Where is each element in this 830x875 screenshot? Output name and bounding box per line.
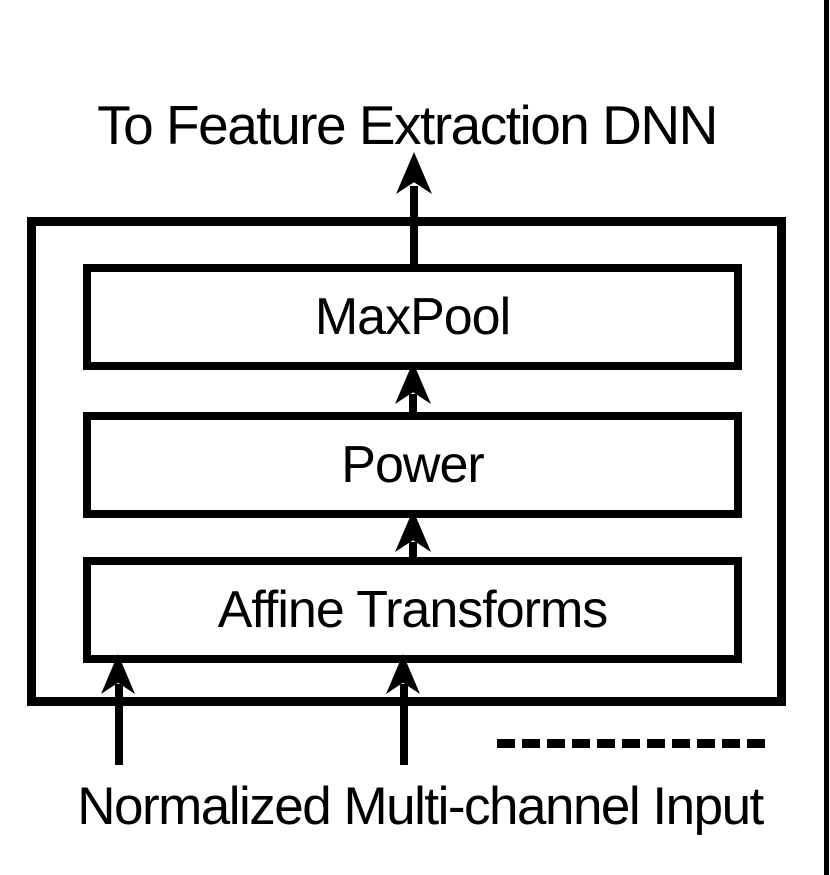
input-label: Normalized Multi-channel Input [77, 777, 764, 836]
dashed-separator-line [497, 739, 766, 748]
arrow-stem [409, 394, 417, 418]
block-label: MaxPool [314, 288, 511, 346]
block-affine-transforms: Affine Transforms [83, 557, 742, 663]
block-power: Power [83, 412, 742, 518]
arrow-stem [115, 684, 123, 765]
block-maxpool: MaxPool [83, 264, 742, 370]
arrow-stem [409, 542, 417, 562]
arrow-stem [410, 186, 418, 272]
block-label: Power [341, 436, 484, 494]
diagram-title: To Feature Extraction DNN [97, 94, 718, 156]
right-page-rule [824, 0, 829, 875]
block-label: Affine Transforms [217, 581, 609, 639]
arrow-stem [400, 684, 408, 765]
